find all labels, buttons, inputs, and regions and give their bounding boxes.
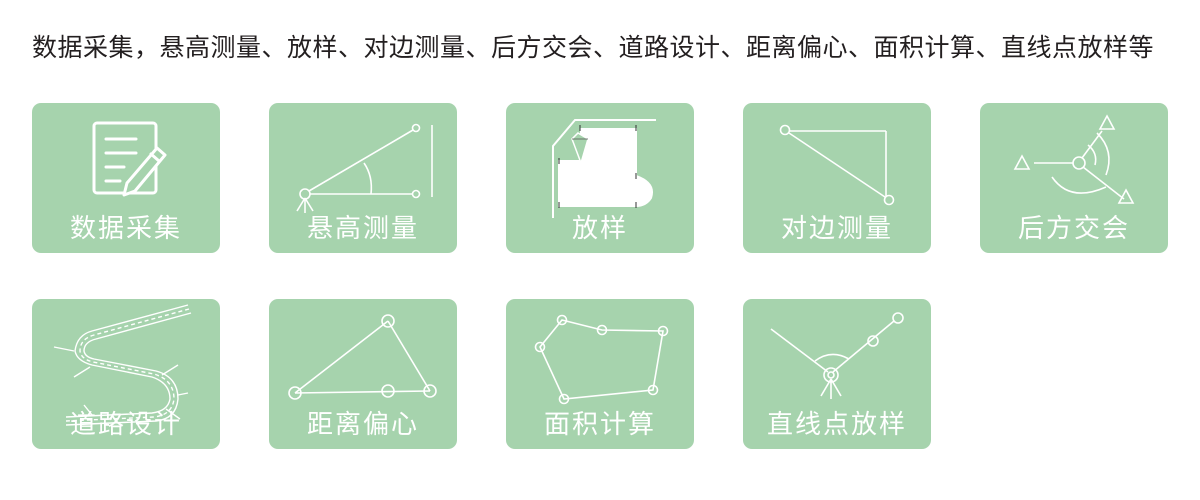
remote-elevation-icon: [296, 123, 433, 213]
feature-card-missing-line[interactable]: 对边测量: [743, 103, 931, 253]
feature-card-data-collection[interactable]: 数据采集: [32, 103, 220, 253]
missing-line-icon: [779, 124, 895, 206]
feature-card-line-point-stakeout[interactable]: 直线点放样: [743, 299, 931, 449]
feature-label: 放样: [571, 214, 628, 244]
stakeout-icon: [552, 119, 656, 218]
feature-card-stakeout[interactable]: 放样: [506, 103, 694, 253]
page-title: 数据采集，悬高测量、放样、对边测量、后方交会、道路设计、距离偏心、面积计算、直线…: [32, 33, 1155, 62]
feature-label: 悬高测量: [306, 214, 419, 244]
feature-label: 距离偏心: [306, 410, 419, 440]
feature-label: 面积计算: [543, 410, 656, 440]
feature-label: 对边测量: [780, 214, 893, 244]
feature-card-resection[interactable]: 后方交会: [980, 103, 1168, 253]
feature-label: 直线点放样: [766, 410, 907, 440]
area-calculation-icon: [534, 314, 669, 405]
resection-icon: [1013, 114, 1135, 204]
feature-card-remote-elevation[interactable]: 悬高测量: [269, 103, 457, 253]
road-design-icon: [53, 304, 192, 426]
feature-label: 数据采集: [69, 214, 182, 244]
feature-card-distance-offset[interactable]: 距离偏心: [269, 299, 457, 449]
document-pencil-icon: [92, 121, 167, 197]
distance-offset-icon: [288, 314, 437, 400]
feature-card-area-calculation[interactable]: 面积计算: [506, 299, 694, 449]
feature-label: 后方交会: [1017, 214, 1130, 244]
line-point-stakeout-icon: [770, 312, 904, 399]
feature-card-road-design[interactable]: 道路设计: [32, 299, 220, 449]
feature-label: 道路设计: [69, 410, 182, 440]
